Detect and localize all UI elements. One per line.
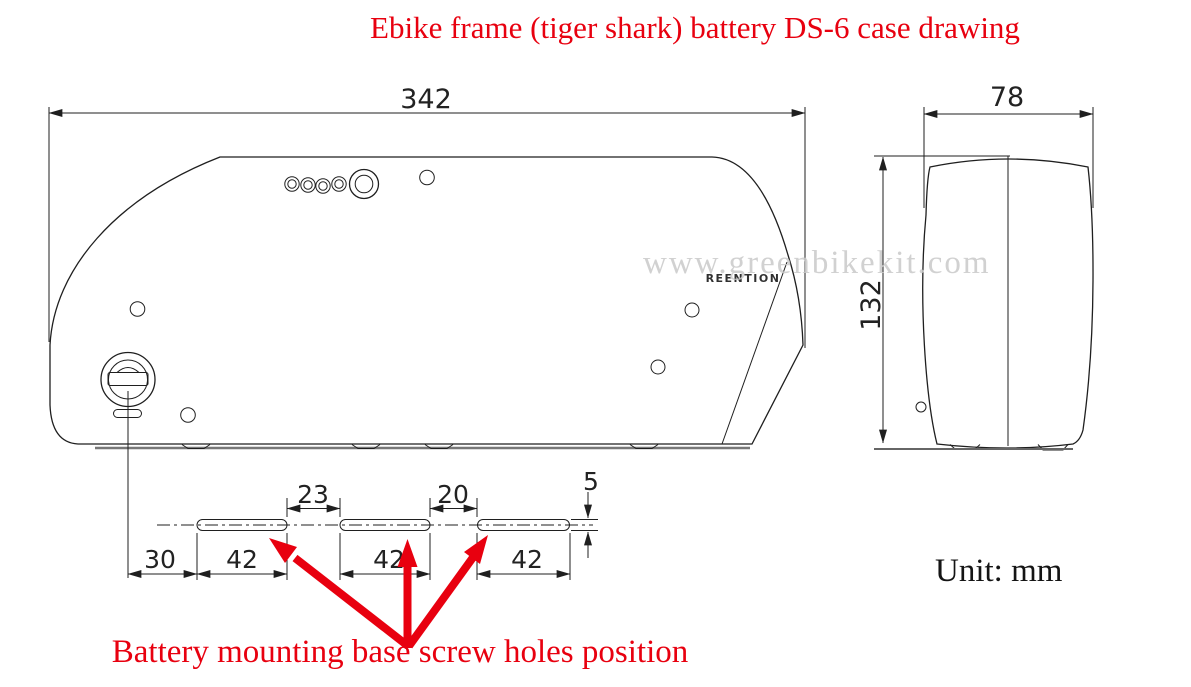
unit-label: Unit: mm — [935, 553, 1063, 589]
brand-logo-text: REENTION — [706, 272, 781, 285]
mounting-slot-3 — [477, 519, 570, 531]
callout-arrow-shaft — [292, 554, 411, 650]
mounting-detail — [157, 519, 593, 531]
ring-hole — [334, 179, 344, 189]
small-hole — [419, 169, 435, 186]
ring-hole — [331, 176, 347, 192]
face-hole — [129, 301, 146, 317]
dim-label-42a: 42 — [226, 545, 258, 574]
front-view — [874, 156, 1094, 451]
dim-label-42c: 42 — [511, 545, 543, 574]
keyhole-bar — [107, 372, 149, 386]
dim-label-342: 342 — [400, 84, 452, 115]
callout-arrows — [269, 535, 488, 650]
drawing-title: Ebike frame (tiger shark) battery DS-6 c… — [370, 10, 1020, 45]
dim-label-23: 23 — [297, 480, 329, 509]
front-view-outline — [922, 158, 1094, 449]
dim-label-30: 30 — [144, 545, 176, 574]
callout-arrowhead — [397, 539, 418, 567]
charge-port-inner — [354, 174, 374, 194]
dim-label-78: 78 — [990, 82, 1024, 113]
ring-hole — [318, 181, 328, 191]
face-hole — [684, 302, 700, 318]
mounting-caption: Battery mounting base screw holes positi… — [111, 634, 689, 670]
base-notch — [629, 444, 659, 449]
keyhole-bump — [116, 367, 140, 373]
side-view-crease-line — [721, 261, 788, 445]
face-hole — [650, 359, 666, 375]
dim-label-132: 132 — [856, 279, 887, 331]
ring-hole — [315, 178, 331, 194]
ring-hole — [303, 180, 313, 190]
connector-rings — [284, 168, 435, 200]
ring-hole — [284, 176, 300, 192]
base-notch — [424, 444, 454, 449]
charge-port-outer — [348, 168, 380, 200]
dim-label-5: 5 — [583, 467, 599, 496]
base-notch — [181, 444, 211, 449]
side-view: REENTION — [49, 156, 804, 450]
callout-arrowhead — [464, 535, 488, 564]
ring-hole — [287, 179, 297, 189]
side-view-outline — [49, 156, 804, 445]
base-notch — [351, 444, 381, 449]
mounting-slot-1 — [196, 519, 288, 531]
side-bump — [915, 401, 927, 413]
face-hole — [180, 407, 196, 423]
callout-arrow-shaft — [405, 553, 478, 649]
callout-arrowhead — [269, 538, 297, 563]
dim-label-42b: 42 — [373, 545, 405, 574]
dim-label-20: 20 — [437, 480, 469, 509]
ring-hole — [300, 177, 316, 193]
mounting-slot-2 — [339, 519, 431, 531]
